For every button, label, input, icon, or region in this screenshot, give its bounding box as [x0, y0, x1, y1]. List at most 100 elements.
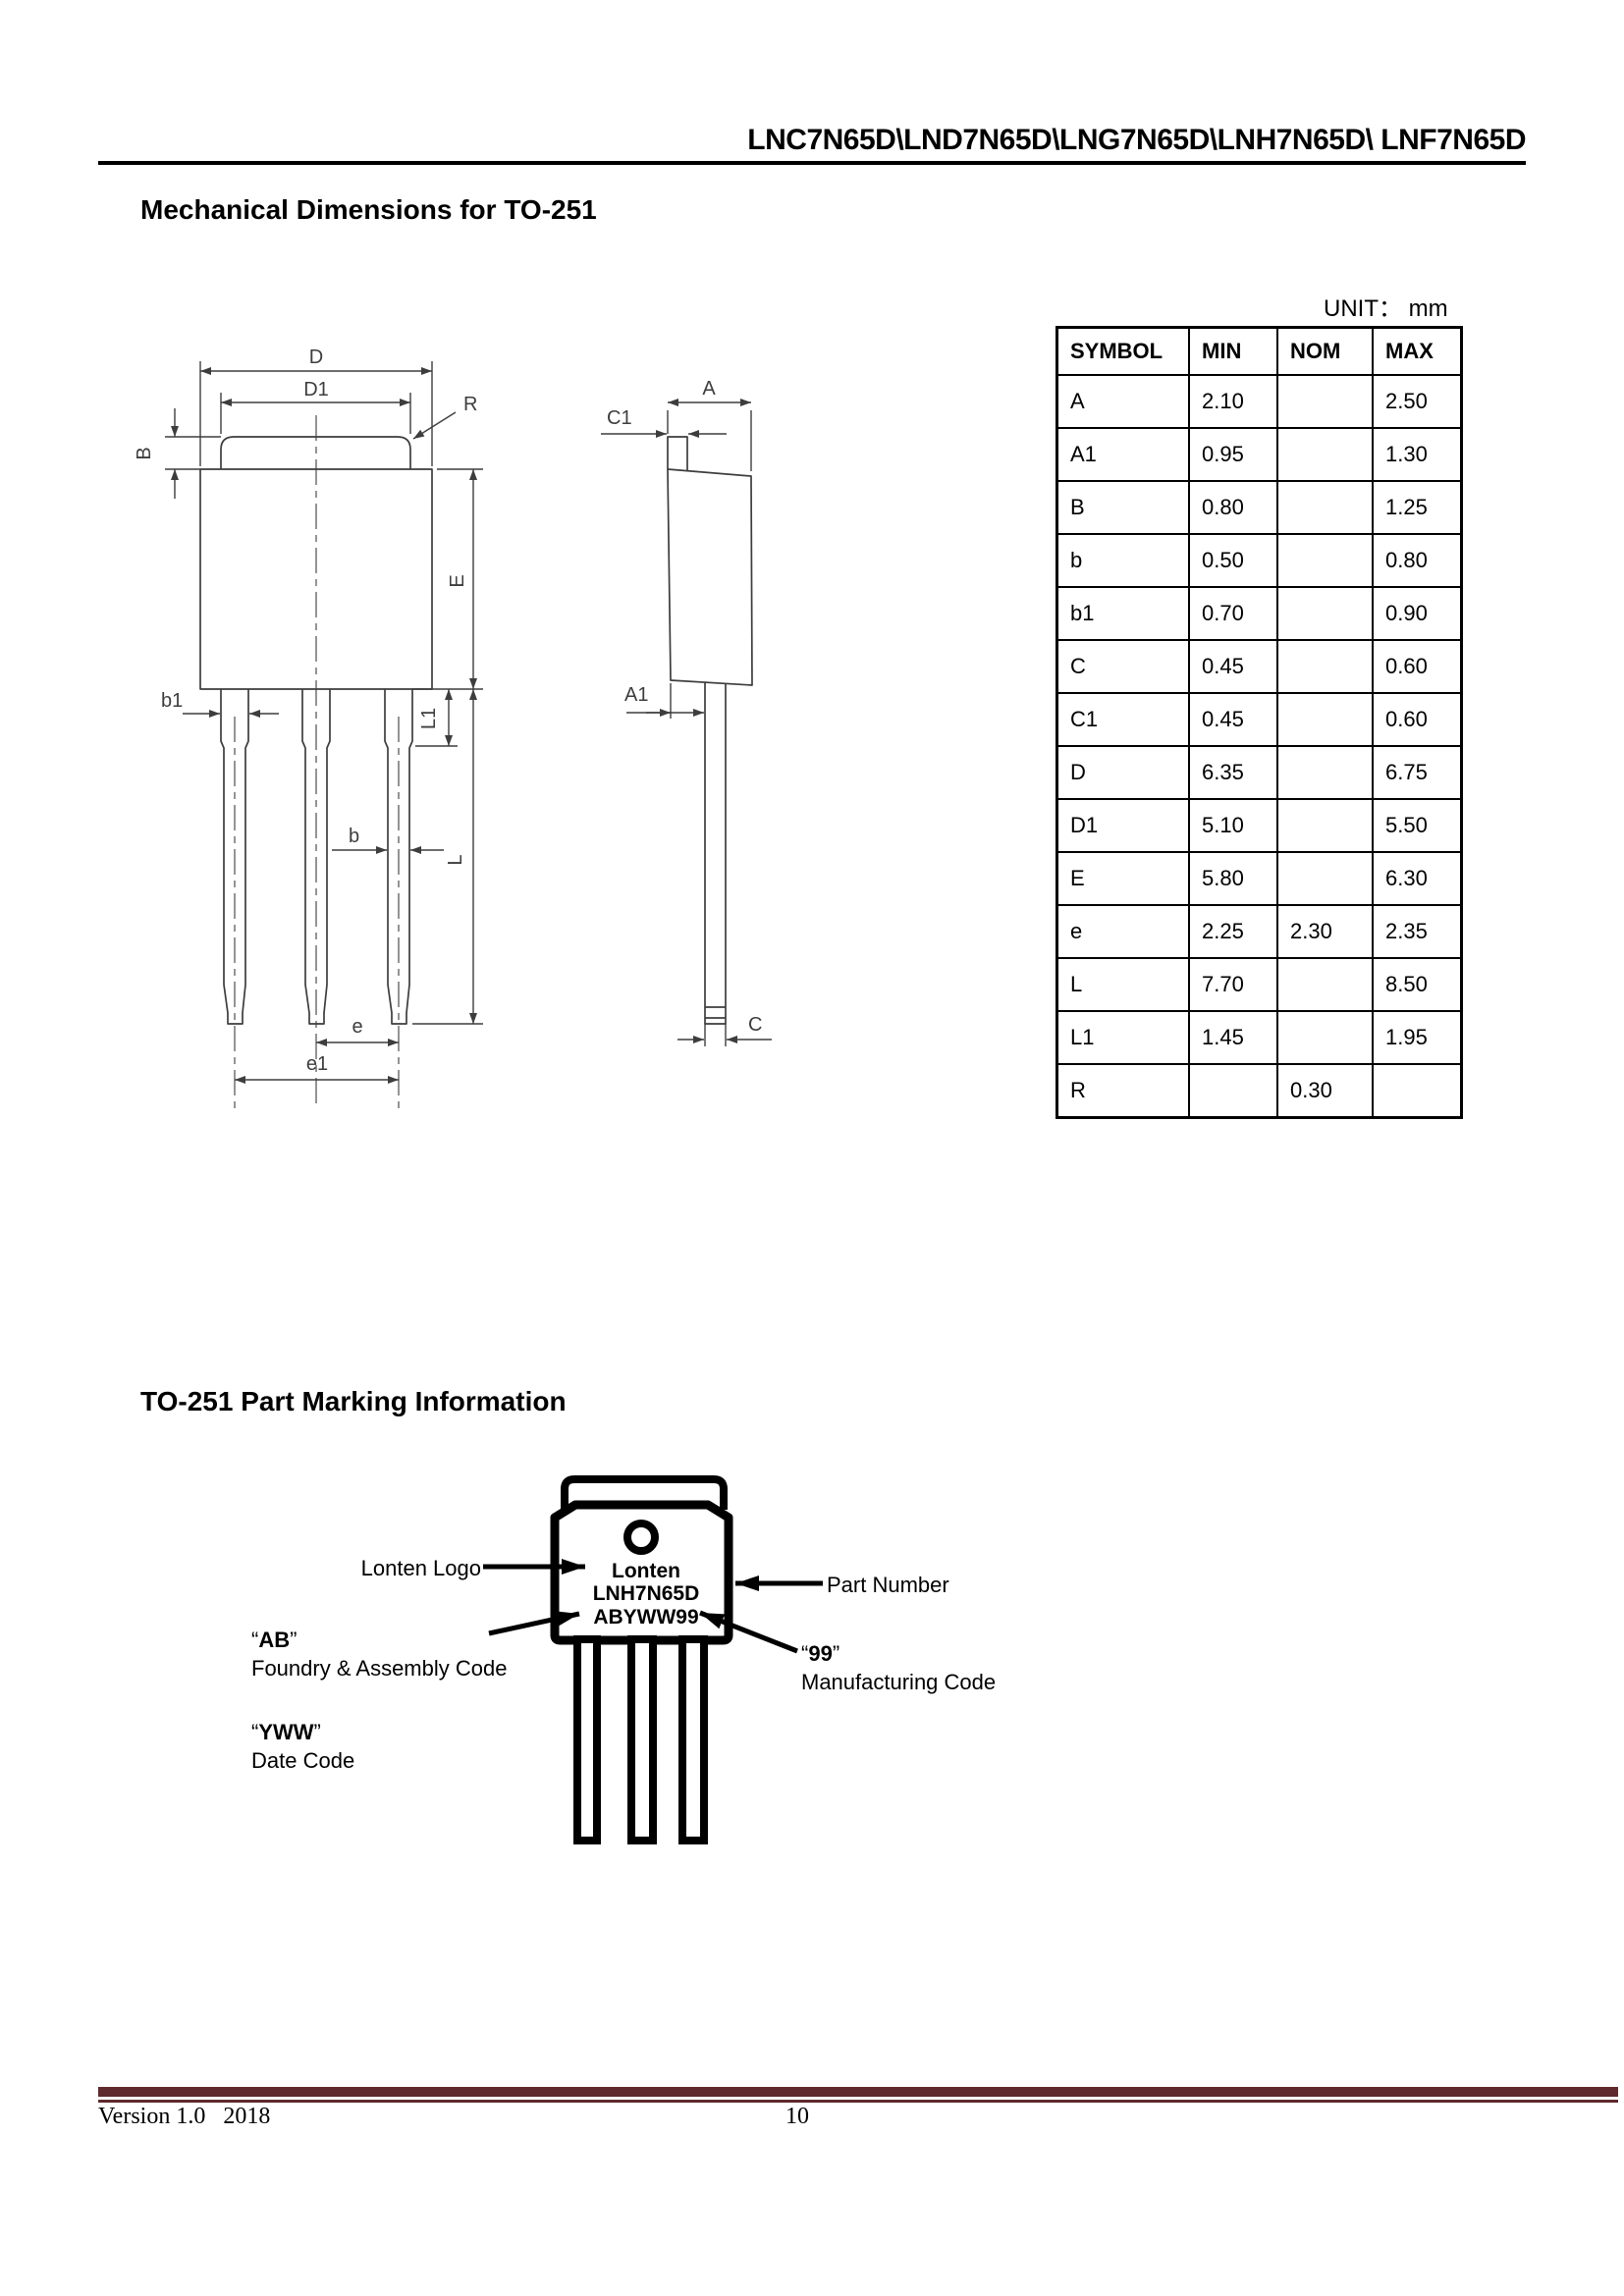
table-row: b 0.50 0.80 [1056, 533, 1463, 588]
cell-max: 0.60 [1372, 639, 1463, 694]
cell-min [1188, 1063, 1278, 1119]
cell-max: 5.50 [1372, 798, 1463, 853]
cell-min: 0.80 [1188, 480, 1278, 535]
marking-logo-text: Lonten [612, 1560, 680, 1582]
quote: “ [251, 1720, 259, 1744]
cell-max: 6.30 [1372, 851, 1463, 906]
manufacturing-code-label: “99” Manufacturing Code [801, 1639, 996, 1696]
dim-label-D1: D1 [303, 379, 329, 400]
footer-version: Version 1.0 2018 [98, 2104, 271, 2129]
cell-min: 5.10 [1188, 798, 1278, 853]
dim-label-L1: L1 [418, 708, 440, 729]
cell-min: 1.45 [1188, 1010, 1278, 1065]
cell-nom [1276, 639, 1374, 694]
col-header-max: MAX [1372, 326, 1463, 376]
footer-page-number: 10 [785, 2104, 809, 2129]
dim-label-b1: b1 [161, 690, 183, 712]
table-row: D1 5.10 5.50 [1056, 798, 1463, 853]
marking-lot-code: ABYWW99 [593, 1606, 698, 1629]
cell-max: 2.35 [1372, 904, 1463, 959]
cell-nom [1276, 374, 1374, 429]
dim-label-R: R [463, 394, 477, 415]
marking-part-number: LNH7N65D [593, 1582, 700, 1605]
footer-rule-thin [98, 2100, 1618, 2103]
code-ab: AB [258, 1628, 291, 1652]
table-row: B 0.80 1.25 [1056, 480, 1463, 535]
cell-symbol: L1 [1056, 1010, 1190, 1065]
code-99: 99 [808, 1641, 833, 1666]
cell-nom [1276, 851, 1374, 906]
footer-rule-gap [98, 2097, 1618, 2100]
package-leg [627, 1635, 657, 1844]
quote: “ [251, 1628, 259, 1652]
table-row: E 5.80 6.30 [1056, 851, 1463, 906]
mech-dimensions-heading: Mechanical Dimensions for TO-251 [140, 194, 597, 225]
cell-max: 0.90 [1372, 586, 1463, 641]
dim-label-C1: C1 [607, 407, 632, 429]
cell-symbol: L [1056, 957, 1190, 1012]
code-desc: Manufacturing Code [801, 1670, 997, 1694]
quote: ” [832, 1641, 840, 1666]
footer-rule [98, 2087, 1618, 2103]
header-rule [98, 161, 1526, 165]
table-row: L 7.70 8.50 [1056, 957, 1463, 1012]
cell-min: 0.45 [1188, 639, 1278, 694]
table-row: L1 1.45 1.95 [1056, 1010, 1463, 1065]
lead-profile [704, 682, 727, 1025]
dim-label-B: B [134, 447, 155, 459]
cell-min: 2.25 [1188, 904, 1278, 959]
code-yww: YWW [258, 1720, 314, 1744]
cell-nom [1276, 427, 1374, 482]
cell-min: 0.45 [1188, 692, 1278, 747]
lead-3-outline [384, 689, 413, 1025]
dim-label-A: A [702, 378, 716, 400]
cell-nom [1276, 533, 1374, 588]
page-title: LNC7N65D\LND7N65D\LNG7N65D\LNH7N65D\ LNF… [747, 124, 1526, 156]
cell-max: 1.95 [1372, 1010, 1463, 1065]
cell-max: 1.25 [1372, 480, 1463, 535]
table-row: e 2.25 2.30 2.35 [1056, 904, 1463, 959]
dim-label-C: C [748, 1014, 762, 1036]
front-view-drawing: D D1 R B E L L1 b1 b [134, 347, 483, 1109]
cell-nom [1276, 586, 1374, 641]
cell-min: 7.70 [1188, 957, 1278, 1012]
cell-nom [1276, 1010, 1374, 1065]
logo-mark [623, 1520, 659, 1555]
cell-nom [1276, 957, 1374, 1012]
cell-max: 6.75 [1372, 745, 1463, 800]
dim-label-b: b [349, 826, 359, 847]
cell-max: 0.80 [1372, 533, 1463, 588]
cell-nom [1276, 692, 1374, 747]
package-leg [678, 1635, 708, 1844]
cell-max: 2.50 [1372, 374, 1463, 429]
dim-label-E: E [447, 574, 468, 587]
part-marking-drawing: Lonten LNH7N65D ABYWW99 [483, 1475, 823, 1844]
dim-label-e1: e1 [306, 1053, 328, 1075]
cell-symbol: b1 [1056, 586, 1190, 641]
cell-nom [1276, 745, 1374, 800]
table-row: R 0.30 [1056, 1063, 1463, 1119]
cell-min: 2.10 [1188, 374, 1278, 429]
cell-symbol: B [1056, 480, 1190, 535]
table-row: A1 0.95 1.30 [1056, 427, 1463, 482]
cell-nom: 2.30 [1276, 904, 1374, 959]
cell-symbol: e [1056, 904, 1190, 959]
cell-symbol: E [1056, 851, 1190, 906]
cell-min: 0.95 [1188, 427, 1278, 482]
table-row: A 2.10 2.50 [1056, 374, 1463, 429]
cell-symbol: R [1056, 1063, 1190, 1119]
col-header-nom: NOM [1276, 326, 1374, 376]
foundry-code-label: “AB” Foundry & Assembly Code [251, 1626, 507, 1682]
cell-min: 5.80 [1188, 851, 1278, 906]
dim-label-D: D [309, 347, 323, 368]
cell-symbol: C1 [1056, 692, 1190, 747]
col-header-min: MIN [1188, 326, 1278, 376]
cell-nom: 0.30 [1276, 1063, 1374, 1119]
quote: “ [801, 1641, 809, 1666]
cell-min: 0.50 [1188, 533, 1278, 588]
body-profile [667, 468, 753, 686]
cell-nom [1276, 798, 1374, 853]
footer-rule-thick [98, 2087, 1618, 2097]
cell-symbol: A [1056, 374, 1190, 429]
cell-max: 1.30 [1372, 427, 1463, 482]
